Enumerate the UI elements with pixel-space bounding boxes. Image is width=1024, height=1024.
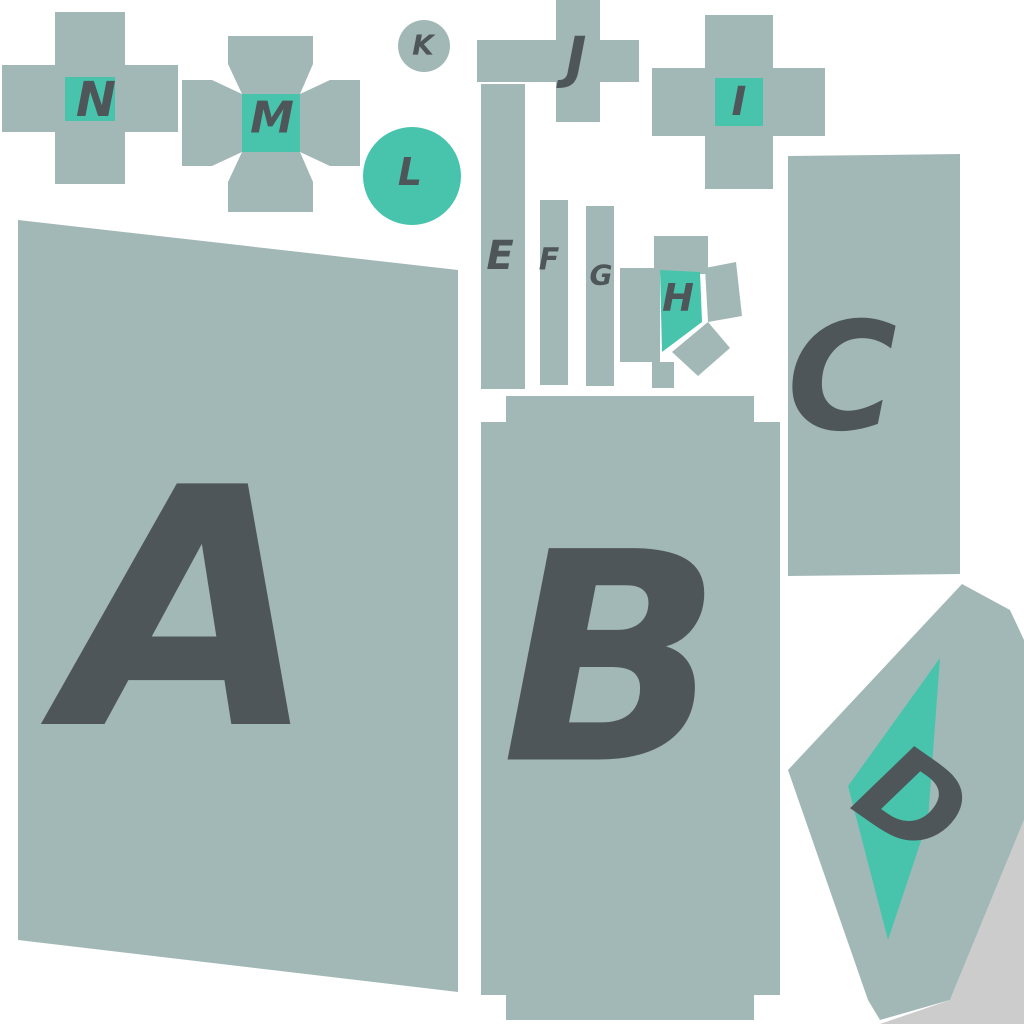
piece-c-patch (788, 154, 960, 576)
piece-h-center (660, 270, 702, 352)
piece-m-center (242, 94, 300, 152)
piece-m-arm-right (300, 80, 360, 166)
piece-h-arm-bottom (652, 362, 674, 388)
piece-c: C (787, 154, 960, 576)
piece-a-label: A (37, 418, 318, 802)
piece-k: K (398, 20, 450, 72)
piece-n: N (2, 12, 178, 184)
piece-g: G (586, 206, 614, 386)
piece-l: L (363, 127, 461, 225)
piece-m-label: M (250, 93, 294, 144)
piece-f-patch (540, 200, 568, 385)
piece-m-arm-top (228, 36, 313, 94)
piece-k-label: K (412, 29, 436, 62)
piece-m-arm-left (182, 80, 242, 166)
piece-d: D (788, 584, 1024, 1020)
piece-j: J (477, 0, 639, 122)
piece-n-label: N (76, 72, 116, 128)
piece-l-patch (363, 127, 461, 225)
piece-i-center (715, 78, 763, 126)
piece-g-label: G (590, 259, 613, 292)
piece-c-label: C (787, 291, 897, 465)
piece-n-center (65, 77, 115, 121)
piece-h-arm-lower (672, 322, 730, 376)
piece-l-label: L (398, 150, 422, 194)
piece-a: A (18, 220, 458, 992)
piece-i-label: I (732, 79, 747, 125)
piece-m: M (182, 36, 360, 212)
piece-d-accent (848, 658, 940, 940)
piece-e-label: E (486, 233, 513, 279)
piece-h: H (620, 236, 742, 388)
piece-h-arm-left (620, 268, 660, 362)
piece-b-label: B (501, 492, 722, 829)
piece-b: B (481, 396, 780, 1020)
piece-h-label: H (662, 276, 694, 320)
piece-h-arm-right (705, 262, 742, 322)
piece-m-arm-bottom (228, 152, 313, 212)
piece-e-patch (481, 84, 525, 389)
piece-b-patch (481, 396, 780, 1020)
piece-h-arm-top (654, 236, 708, 274)
piece-a-patch (18, 220, 458, 992)
piece-f: F (539, 200, 568, 385)
piece-i: I (652, 15, 825, 189)
corner-shadow (880, 820, 1024, 1024)
piece-f-label: F (539, 243, 560, 278)
piece-e: E (481, 84, 525, 389)
piece-k-patch (398, 20, 450, 72)
piece-g-patch (586, 206, 614, 386)
piece-j-arm-h (477, 40, 639, 82)
